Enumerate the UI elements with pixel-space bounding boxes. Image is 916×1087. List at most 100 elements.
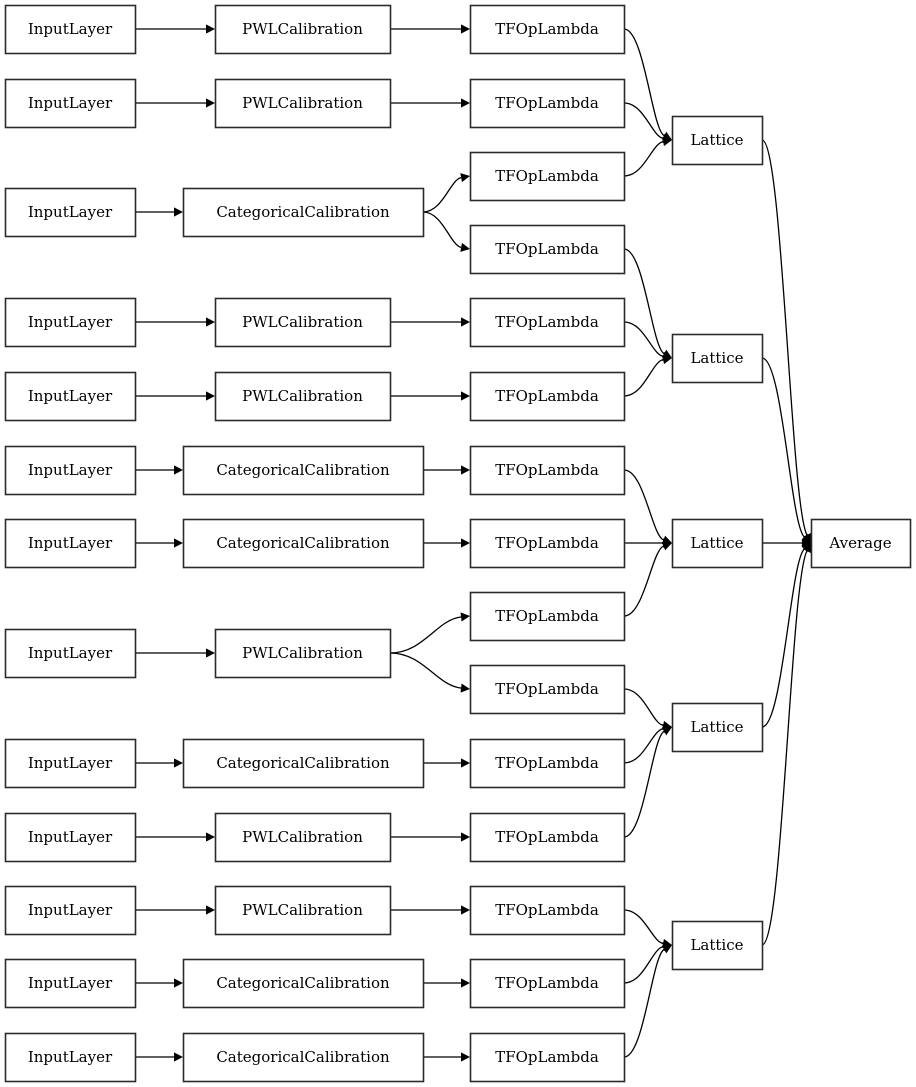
graph-node-categoricalcalibration[interactable]: CategoricalCalibration: [182, 958, 425, 1009]
node-box[interactable]: [4, 445, 137, 496]
node-box[interactable]: [4, 812, 137, 863]
node-box[interactable]: [182, 187, 425, 238]
graph-node-tfoplambda[interactable]: TFOpLambda: [469, 78, 626, 129]
graph-node-tfoplambda[interactable]: TFOpLambda: [469, 518, 626, 569]
graph-node-lattice[interactable]: Lattice: [671, 333, 764, 384]
node-box[interactable]: [214, 628, 392, 679]
graph-node-categoricalcalibration[interactable]: CategoricalCalibration: [182, 738, 425, 789]
node-box[interactable]: [4, 78, 137, 129]
graph-node-inputlayer[interactable]: InputLayer: [4, 371, 137, 422]
node-box[interactable]: [4, 187, 137, 238]
graph-node-pwlcalibration[interactable]: PWLCalibration: [214, 297, 392, 348]
graph-node-tfoplambda[interactable]: TFOpLambda: [469, 224, 626, 275]
graph-node-inputlayer[interactable]: InputLayer: [4, 1032, 137, 1083]
node-box[interactable]: [214, 78, 392, 129]
node-box[interactable]: [469, 812, 626, 863]
graph-node-inputlayer[interactable]: InputLayer: [4, 958, 137, 1009]
graph-node-tfoplambda[interactable]: TFOpLambda: [469, 151, 626, 202]
graph-node-lattice[interactable]: Lattice: [671, 518, 764, 569]
node-box[interactable]: [469, 4, 626, 55]
graph-node-inputlayer[interactable]: InputLayer: [4, 297, 137, 348]
node-box[interactable]: [4, 4, 137, 55]
graph-node-inputlayer[interactable]: InputLayer: [4, 885, 137, 936]
graph-node-tfoplambda[interactable]: TFOpLambda: [469, 812, 626, 863]
graph-node-lattice[interactable]: Lattice: [671, 115, 764, 166]
node-box[interactable]: [810, 518, 912, 569]
node-box[interactable]: [469, 738, 626, 789]
node-box[interactable]: [469, 664, 626, 715]
graph-node-categoricalcalibration[interactable]: CategoricalCalibration: [182, 187, 425, 238]
graph-node-pwlcalibration[interactable]: PWLCalibration: [214, 885, 392, 936]
graph-node-lattice[interactable]: Lattice: [671, 702, 764, 753]
graph-node-tfoplambda[interactable]: TFOpLambda: [469, 4, 626, 55]
graph-node-inputlayer[interactable]: InputLayer: [4, 187, 137, 238]
graph-node-average[interactable]: Average: [810, 518, 912, 569]
graph-node-inputlayer[interactable]: InputLayer: [4, 4, 137, 55]
node-box[interactable]: [469, 518, 626, 569]
node-box[interactable]: [469, 151, 626, 202]
graph-node-tfoplambda[interactable]: TFOpLambda: [469, 738, 626, 789]
node-box[interactable]: [469, 445, 626, 496]
node-box[interactable]: [469, 591, 626, 642]
node-box[interactable]: [469, 297, 626, 348]
node-box[interactable]: [469, 1032, 626, 1083]
graph-node-inputlayer[interactable]: InputLayer: [4, 78, 137, 129]
graph-node-pwlcalibration[interactable]: PWLCalibration: [214, 4, 392, 55]
node-box[interactable]: [671, 333, 764, 384]
graph-node-tfoplambda[interactable]: TFOpLambda: [469, 371, 626, 422]
node-box[interactable]: [4, 885, 137, 936]
node-box[interactable]: [214, 297, 392, 348]
arrowhead-icon: [460, 683, 470, 693]
node-box[interactable]: [4, 1032, 137, 1083]
node-box[interactable]: [4, 297, 137, 348]
node-box[interactable]: [182, 958, 425, 1009]
graph-node-categoricalcalibration[interactable]: CategoricalCalibration: [182, 1032, 425, 1083]
node-box[interactable]: [4, 958, 137, 1009]
graph-node-tfoplambda[interactable]: TFOpLambda: [469, 885, 626, 936]
graph-node-pwlcalibration[interactable]: PWLCalibration: [214, 812, 392, 863]
node-box[interactable]: [4, 518, 137, 569]
graph-node-tfoplambda[interactable]: TFOpLambda: [469, 664, 626, 715]
node-box[interactable]: [214, 371, 392, 422]
node-box[interactable]: [182, 738, 425, 789]
graph-node-inputlayer[interactable]: InputLayer: [4, 518, 137, 569]
node-box[interactable]: [4, 371, 137, 422]
graph-node-tfoplambda[interactable]: TFOpLambda: [469, 297, 626, 348]
node-box[interactable]: [182, 518, 425, 569]
graph-node-lattice[interactable]: Lattice: [671, 920, 764, 971]
graph-node-inputlayer[interactable]: InputLayer: [4, 812, 137, 863]
node-label: CategoricalCalibration: [216, 203, 390, 221]
node-box[interactable]: [182, 1032, 425, 1083]
node-box[interactable]: [671, 702, 764, 753]
node-box[interactable]: [214, 812, 392, 863]
node-label: InputLayer: [28, 387, 113, 405]
graph-node-pwlcalibration[interactable]: PWLCalibration: [214, 371, 392, 422]
node-box[interactable]: [469, 958, 626, 1009]
graph-node-tfoplambda[interactable]: TFOpLambda: [469, 591, 626, 642]
graph-node-tfoplambda[interactable]: TFOpLambda: [469, 1032, 626, 1083]
graph-node-tfoplambda[interactable]: TFOpLambda: [469, 445, 626, 496]
node-label: TFOpLambda: [495, 607, 599, 625]
node-box[interactable]: [182, 445, 425, 496]
graph-node-inputlayer[interactable]: InputLayer: [4, 445, 137, 496]
node-box[interactable]: [671, 518, 764, 569]
graph-node-inputlayer[interactable]: InputLayer: [4, 738, 137, 789]
node-box[interactable]: [214, 4, 392, 55]
node-box[interactable]: [4, 628, 137, 679]
node-box[interactable]: [671, 115, 764, 166]
node-box[interactable]: [469, 224, 626, 275]
node-box[interactable]: [671, 920, 764, 971]
node-box[interactable]: [214, 885, 392, 936]
node-box[interactable]: [4, 738, 137, 789]
graph-node-pwlcalibration[interactable]: PWLCalibration: [214, 628, 392, 679]
graph-node-pwlcalibration[interactable]: PWLCalibration: [214, 78, 392, 129]
graph-edge: [422, 211, 462, 248]
node-box[interactable]: [469, 371, 626, 422]
graph-node-categoricalcalibration[interactable]: CategoricalCalibration: [182, 518, 425, 569]
node-box[interactable]: [469, 78, 626, 129]
graph-node-inputlayer[interactable]: InputLayer: [4, 628, 137, 679]
graph-node-tfoplambda[interactable]: TFOpLambda: [469, 958, 626, 1009]
graph-node-categoricalcalibration[interactable]: CategoricalCalibration: [182, 445, 425, 496]
node-box[interactable]: [469, 885, 626, 936]
